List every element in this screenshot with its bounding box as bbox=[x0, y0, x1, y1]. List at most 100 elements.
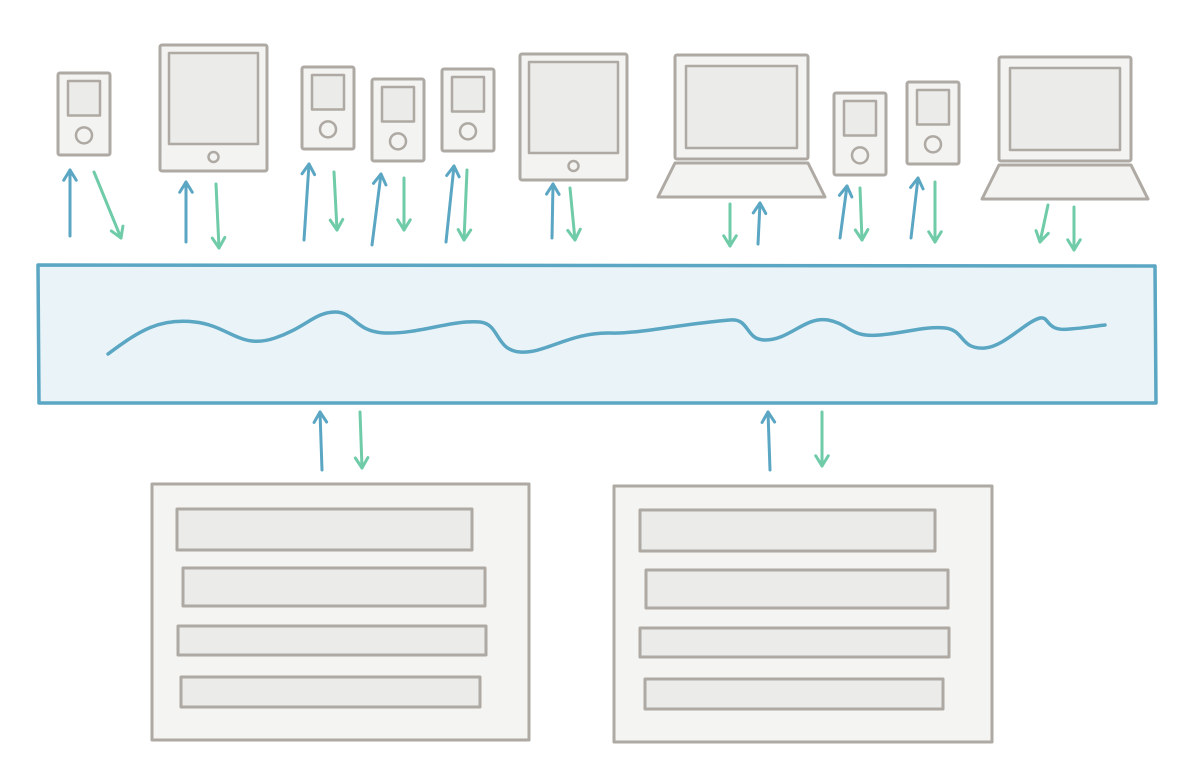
server-row-2 bbox=[644, 568, 950, 610]
phone-screen bbox=[380, 85, 416, 123]
phone-screen bbox=[66, 79, 102, 117]
arrow-head bbox=[353, 456, 370, 470]
download-arrow-3 bbox=[328, 170, 345, 232]
arrow-head bbox=[566, 227, 582, 242]
arrow-head bbox=[178, 180, 194, 194]
download-arrow-8 bbox=[853, 186, 870, 242]
server-row-4 bbox=[179, 675, 482, 709]
server-upload-arrow-1 bbox=[312, 410, 329, 472]
device-phone-4 bbox=[370, 77, 426, 163]
upload-arrow-9 bbox=[909, 176, 925, 240]
phone-wheel-icon bbox=[923, 135, 943, 154]
phone-screen bbox=[450, 75, 486, 113]
arrow-head bbox=[814, 454, 830, 468]
download-arrow-6 bbox=[566, 186, 582, 242]
phone-screen bbox=[842, 99, 878, 137]
upload-arrow-1 bbox=[62, 168, 78, 238]
arrow-shaft bbox=[838, 184, 849, 240]
arrow-head bbox=[328, 217, 345, 232]
download-arrow-9 bbox=[927, 180, 943, 244]
phone-screen bbox=[915, 88, 951, 126]
device-tablet-6 bbox=[518, 52, 629, 182]
phone-wheel-icon bbox=[850, 146, 870, 165]
arrow-head bbox=[1066, 238, 1082, 252]
device-phone-5 bbox=[440, 67, 496, 153]
arrow-shaft bbox=[370, 172, 383, 247]
download-arrow-4 bbox=[396, 176, 412, 232]
arrow-shaft bbox=[462, 168, 469, 242]
arrow-shaft bbox=[318, 410, 324, 472]
download-arrow-1 bbox=[92, 170, 125, 240]
arrow-head bbox=[927, 230, 943, 244]
arrow-shaft bbox=[1038, 203, 1050, 244]
message-bus bbox=[36, 263, 1158, 405]
upload-arrow-2 bbox=[178, 180, 194, 244]
data-flow-arrows bbox=[62, 162, 1082, 472]
arrow-shaft bbox=[909, 176, 920, 240]
upload-arrow-3 bbox=[300, 162, 317, 242]
download-arrow-7 bbox=[722, 202, 738, 248]
tablet-home-button bbox=[567, 159, 580, 173]
arrow-head bbox=[760, 410, 777, 424]
arrow-head bbox=[396, 218, 412, 232]
arrow-shaft bbox=[444, 164, 456, 244]
download-arrow-11 bbox=[1066, 205, 1082, 252]
server-1 bbox=[150, 482, 531, 742]
phone-wheel-icon bbox=[74, 126, 94, 145]
arrow-head bbox=[853, 228, 870, 242]
arrow-shaft bbox=[858, 186, 864, 242]
device-phone-9 bbox=[905, 80, 961, 166]
client-devices bbox=[56, 43, 1150, 201]
upload-arrow-5 bbox=[444, 164, 461, 244]
tablet-screen bbox=[527, 60, 620, 155]
arrow-head bbox=[62, 168, 78, 182]
server-row-1 bbox=[175, 507, 474, 552]
upload-arrow-4 bbox=[370, 172, 388, 247]
upload-arrow-6 bbox=[545, 182, 561, 240]
device-phone-1 bbox=[56, 71, 112, 157]
laptop-screen bbox=[684, 64, 799, 150]
arrow-head bbox=[545, 182, 561, 196]
arrow-shaft bbox=[302, 162, 311, 242]
server-row-2 bbox=[181, 566, 487, 608]
arrow-shaft bbox=[332, 170, 339, 232]
phone-wheel-icon bbox=[318, 120, 338, 139]
arrow-shaft bbox=[214, 182, 221, 250]
arrow-head bbox=[300, 162, 317, 177]
tablet-home-button bbox=[207, 150, 220, 164]
arrow-shaft bbox=[568, 186, 577, 242]
arrow-shaft bbox=[92, 170, 123, 240]
server-row-1 bbox=[638, 508, 937, 553]
arrow-head bbox=[751, 201, 768, 216]
arrow-head bbox=[109, 224, 125, 240]
upload-arrow-8 bbox=[837, 184, 854, 240]
server-download-arrow-2 bbox=[814, 410, 830, 468]
device-laptop-10 bbox=[980, 55, 1150, 201]
arrow-head bbox=[210, 235, 227, 250]
tablet-screen bbox=[167, 51, 260, 146]
arrow-head bbox=[1034, 229, 1050, 244]
server-download-arrow-1 bbox=[353, 410, 370, 470]
arrow-head bbox=[909, 176, 925, 191]
device-phone-8 bbox=[832, 91, 888, 177]
arrow-head bbox=[312, 410, 329, 424]
server-row-4 bbox=[643, 677, 945, 711]
phone-screen bbox=[310, 73, 346, 111]
backend-servers bbox=[150, 482, 994, 744]
arrow-shaft bbox=[756, 201, 762, 246]
arrow-shaft bbox=[766, 410, 772, 472]
device-phone-3 bbox=[300, 65, 356, 151]
server-row-3 bbox=[638, 626, 951, 659]
device-laptop-7 bbox=[656, 53, 827, 199]
arrow-head bbox=[722, 234, 738, 248]
download-arrow-10 bbox=[1034, 203, 1050, 244]
arrow-head bbox=[456, 228, 473, 242]
server-upload-arrow-2 bbox=[760, 410, 777, 472]
server-2 bbox=[612, 484, 994, 744]
arrow-head bbox=[445, 164, 461, 179]
download-arrow-2 bbox=[210, 182, 227, 250]
arrow-shaft bbox=[358, 410, 364, 470]
upload-arrow-7 bbox=[751, 201, 768, 246]
